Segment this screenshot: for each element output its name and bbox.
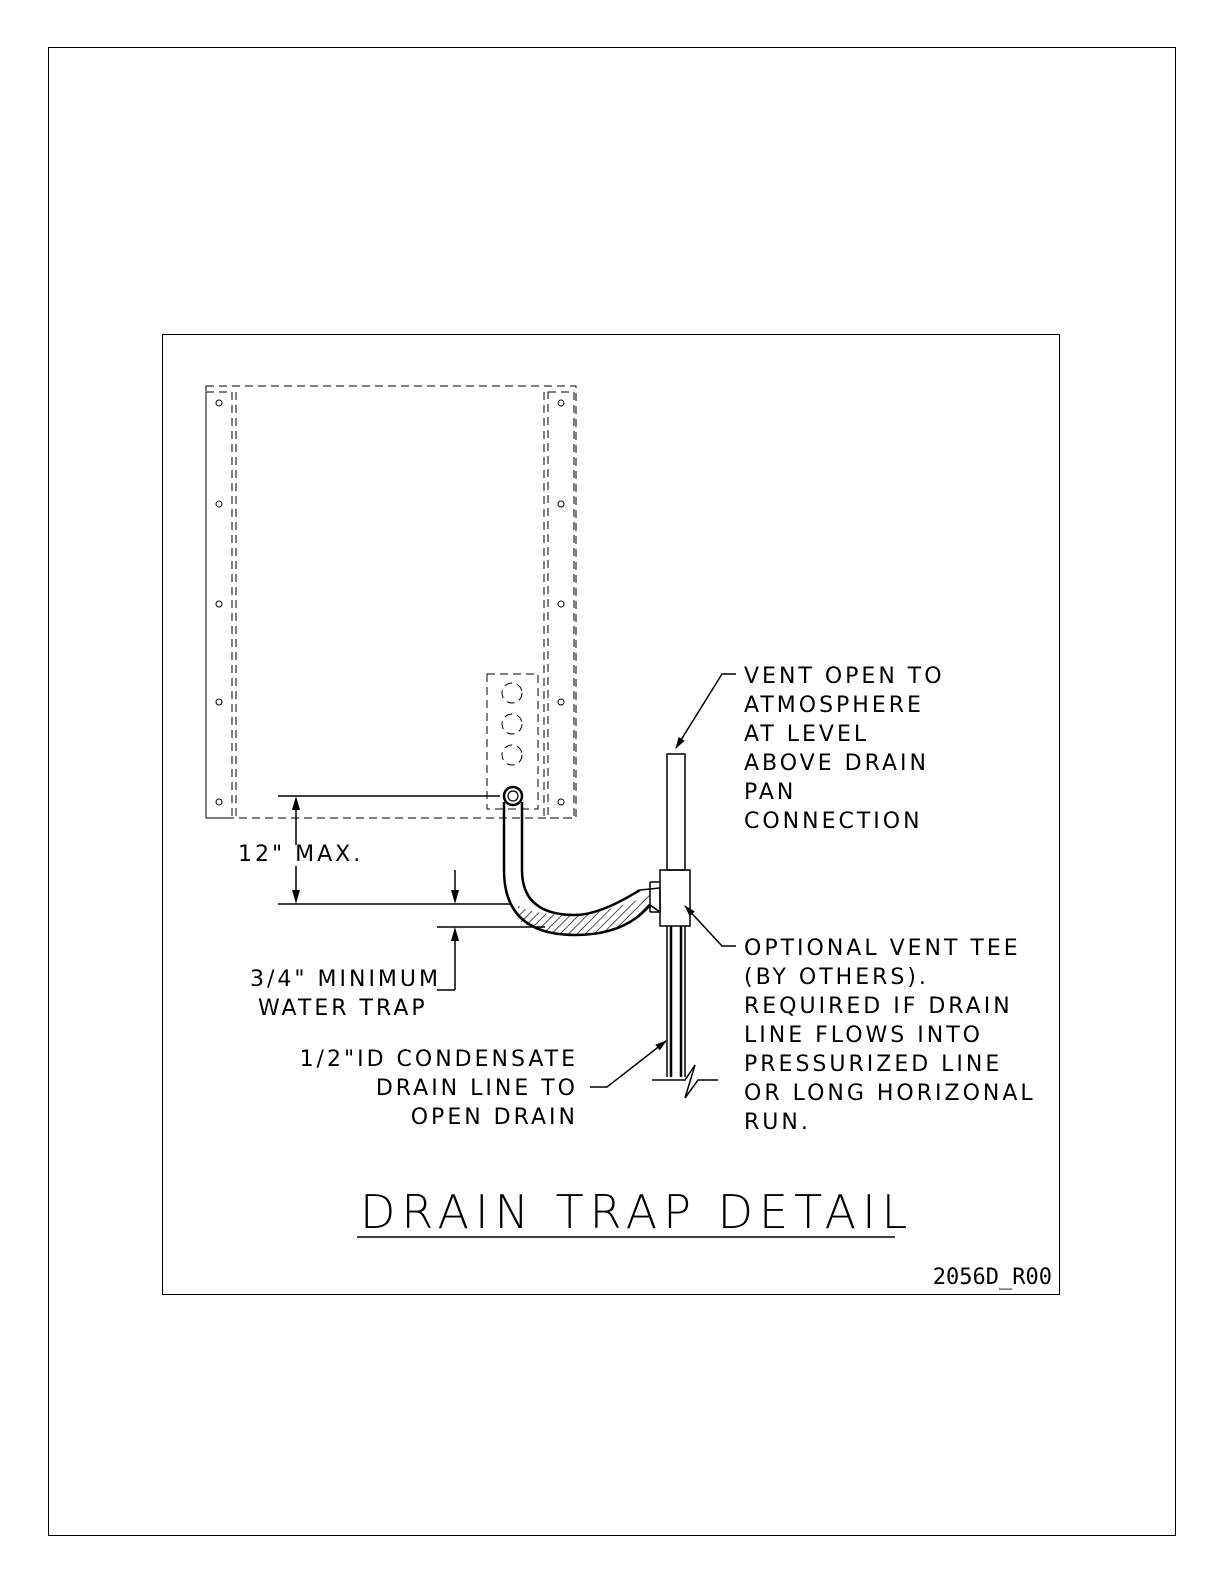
- dimension-water-trap: [437, 870, 545, 990]
- unit-cabinet-outline: [206, 386, 576, 818]
- vent-tee-line-4: LINE FLOWS INTO: [744, 1023, 983, 1048]
- drain-connection: [504, 787, 522, 805]
- vent-tee-line-7: RUN.: [744, 1110, 811, 1135]
- vent-open-note: VENT OPEN TO ATMOSPHERE AT LEVEL ABOVE D…: [744, 664, 945, 834]
- vent-open-line-3: AT LEVEL: [744, 722, 869, 747]
- vent-open-line-2: ATMOSPHERE: [744, 693, 924, 718]
- vent-open-line-1: VENT OPEN TO: [744, 664, 945, 689]
- drain-line-line-3: OPEN DRAIN: [411, 1105, 578, 1130]
- vent-tee-line-3: REQUIRED IF DRAIN: [744, 994, 1013, 1019]
- drawing-title: DRAIN TRAP DETAIL: [360, 1185, 913, 1239]
- water-trap-line-1: 3/4" MINIMUM: [250, 967, 441, 992]
- trap-pipe: [504, 802, 660, 935]
- drain-line-line-1: 1/2"ID CONDENSATE: [300, 1047, 578, 1072]
- vent-open-line-6: CONNECTION: [744, 809, 923, 834]
- water-trap-note: 3/4" MINIMUM WATER TRAP: [250, 967, 441, 1021]
- leader-lines: [590, 674, 736, 1087]
- vent-tee-line-6: OR LONG HORIZONAL: [744, 1081, 1036, 1106]
- water-trap-line-2: WATER TRAP: [258, 996, 428, 1021]
- vent-open-line-5: PAN: [744, 780, 796, 805]
- dim-12-label: 12" MAX.: [238, 842, 363, 867]
- drain-line-note: 1/2"ID CONDENSATE DRAIN LINE TO OPEN DRA…: [300, 1047, 578, 1130]
- drawing-number: 2056D_R00: [933, 1265, 1052, 1290]
- drain-line-line-2: DRAIN LINE TO: [376, 1076, 578, 1101]
- vent-tee-line-5: PRESSURIZED LINE: [744, 1052, 1002, 1077]
- vent-tee-line-2: (BY OTHERS).: [744, 965, 929, 990]
- vent-open-line-4: ABOVE DRAIN: [744, 751, 929, 776]
- vent-tee-note: OPTIONAL VENT TEE (BY OTHERS). REQUIRED …: [744, 936, 1036, 1135]
- vent-tee-line-1: OPTIONAL VENT TEE: [744, 936, 1021, 961]
